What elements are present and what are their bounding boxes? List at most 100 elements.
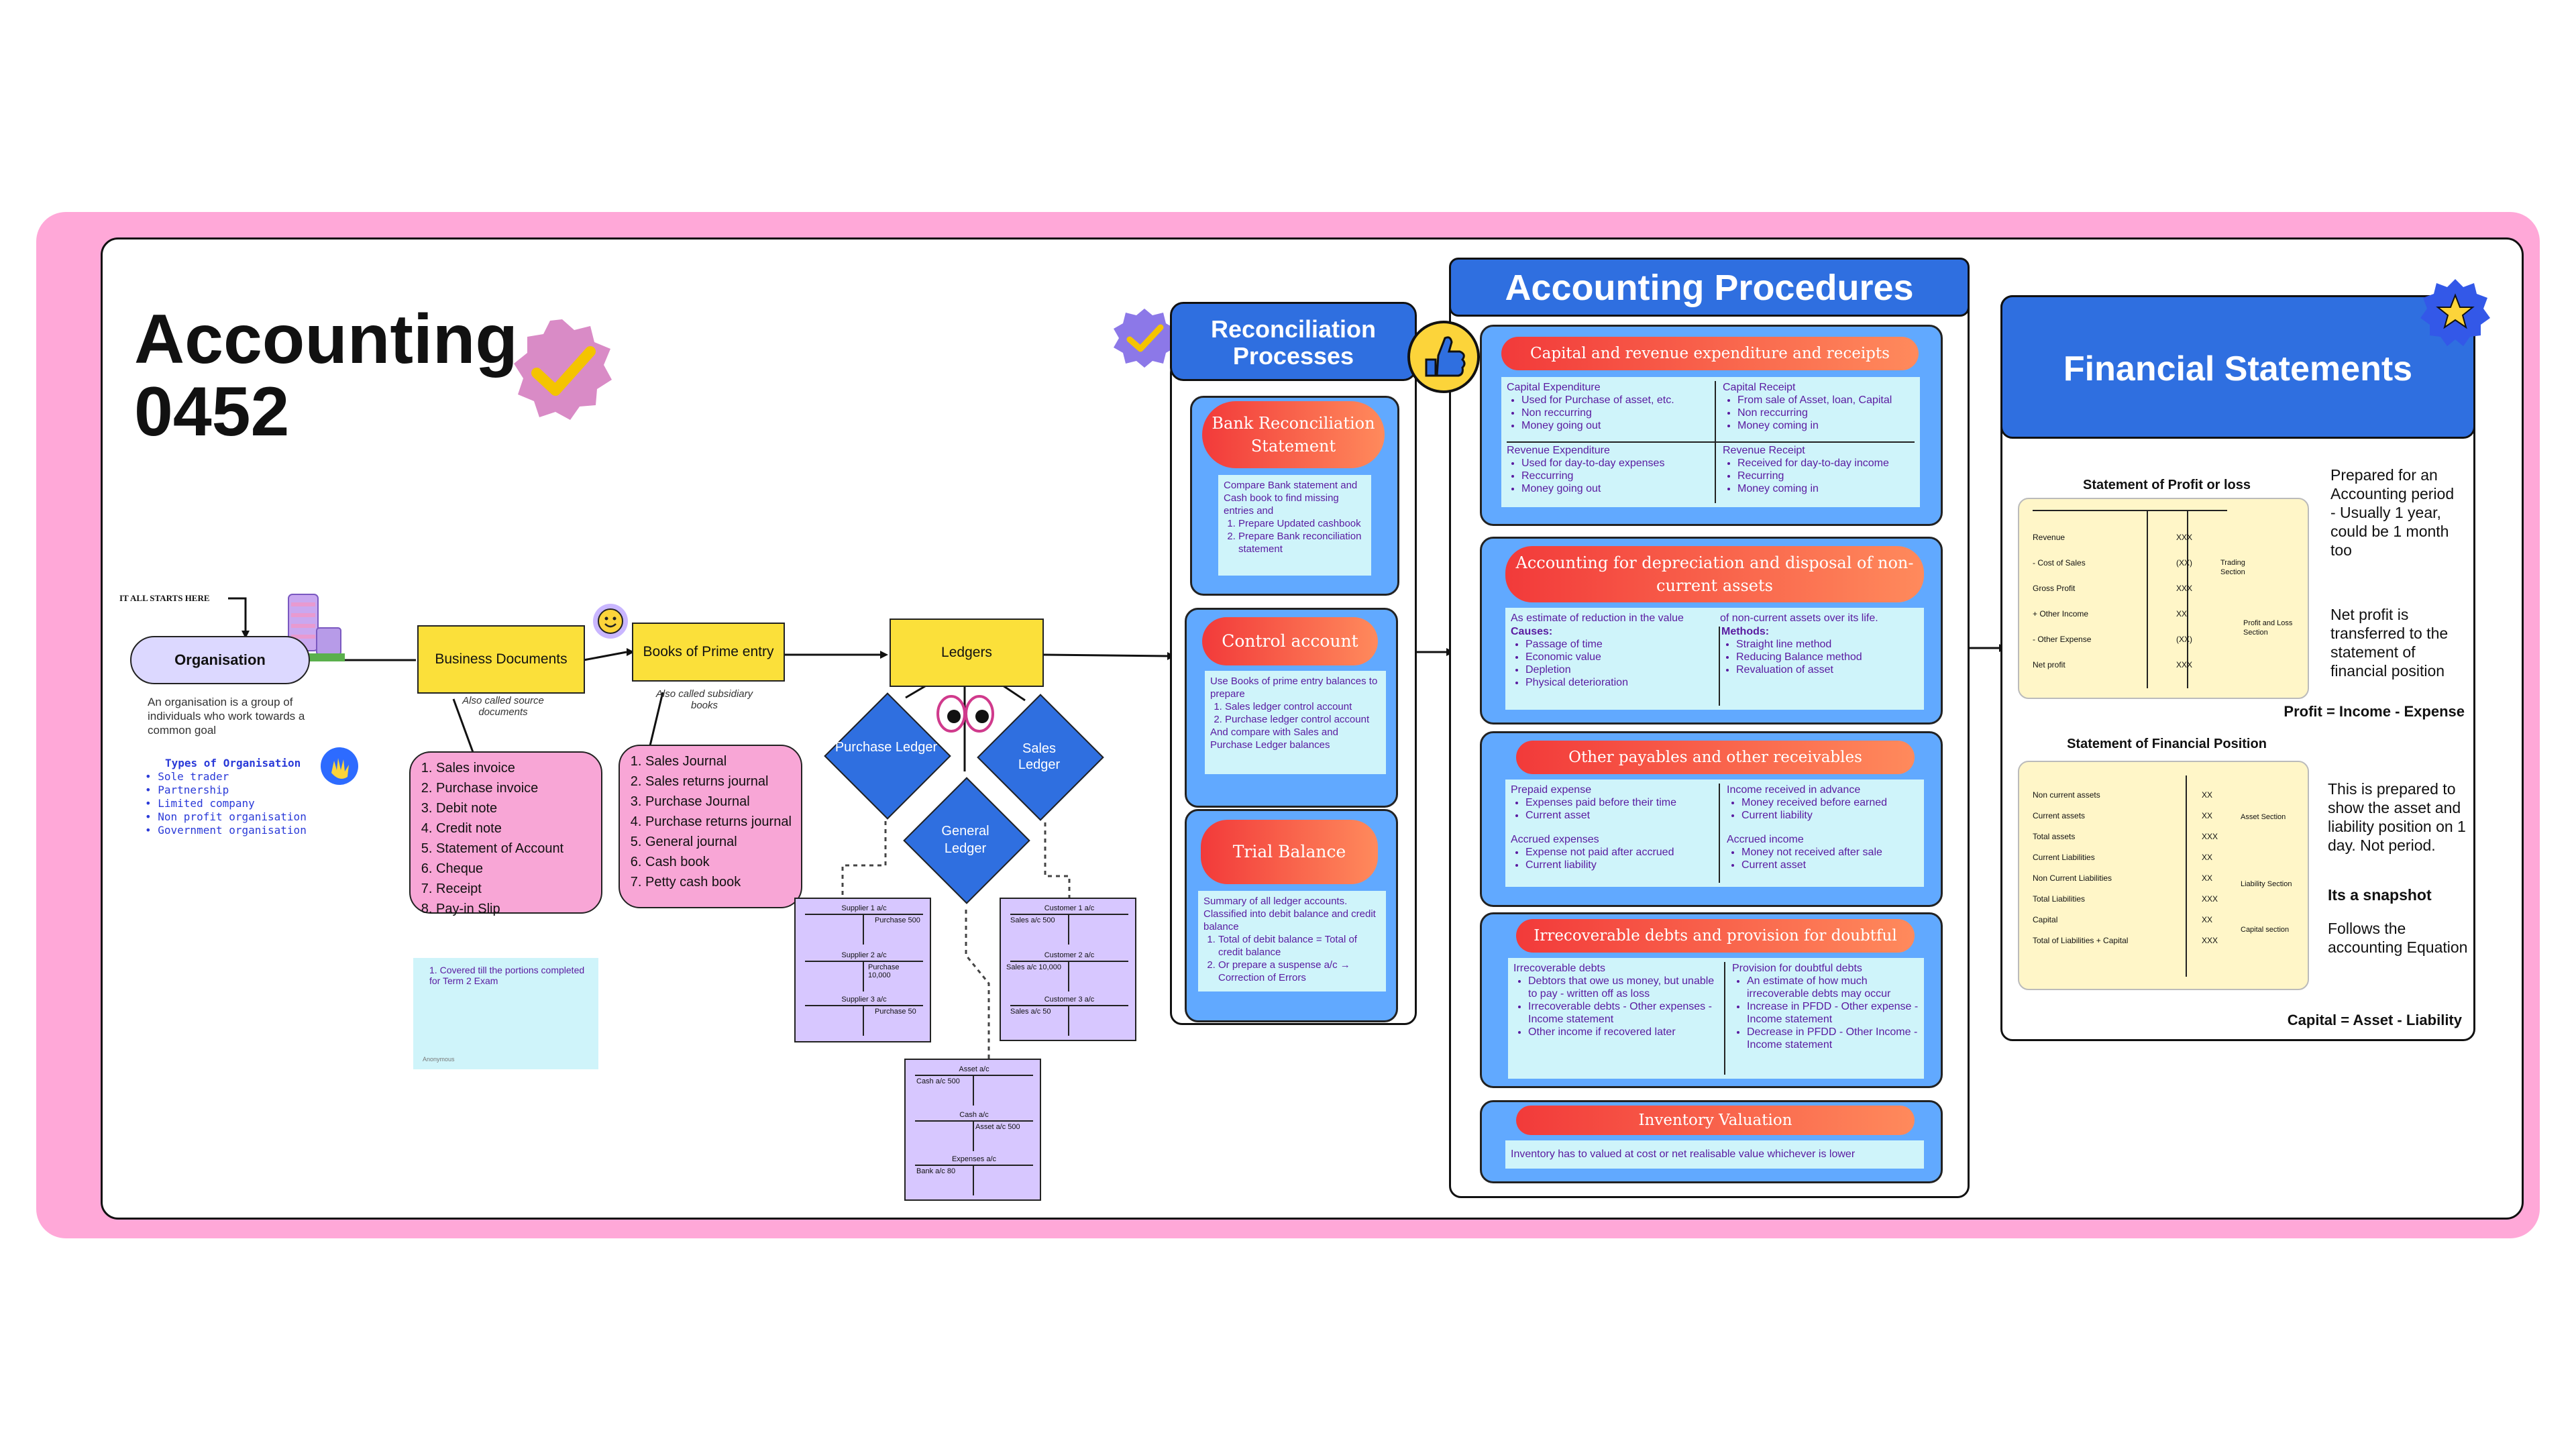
control-account-title[interactable]: Control account [1202, 617, 1378, 665]
purchase-ledger-accounts: Supplier 1 a/c Purchase 500 Supplier 2 a… [794, 898, 931, 1042]
trial-balance-title[interactable]: Trial Balance [1201, 820, 1378, 884]
statement-row-value: XX [2202, 811, 2213, 820]
business-documents-caption: Also called source documents [462, 695, 544, 718]
debts-title[interactable]: Irrecoverable debts and provision for do… [1516, 919, 1915, 978]
statement-row-value: XXX [2202, 832, 2218, 841]
org-type-item: • Government organisation [145, 824, 307, 837]
inventory-note: Inventory has to valued at cost or net r… [1505, 1140, 1924, 1169]
smiley-icon [593, 604, 628, 639]
t-account: Expenses a/c Bank a/c 80 [906, 1155, 1042, 1197]
organisation-description: An organisation is a group of individual… [148, 696, 305, 737]
financial-position-title: Statement of Financial Position [2067, 737, 2267, 751]
general-ledger-accounts: Asset a/c Cash a/c 500 Cash a/c Asset a/… [904, 1059, 1041, 1201]
eyes-icon [936, 695, 994, 733]
bank-reconciliation-note: Compare Bank statement and Cash book to … [1218, 475, 1371, 576]
statement-row: Current assets XX [2033, 811, 2288, 820]
statement-row-value: XX [2202, 873, 2213, 883]
depreciation-note: As estimate of reduction in the value of… [1505, 608, 1924, 710]
fp-note-snapshot: This is prepared to show the asset and l… [2328, 780, 2466, 854]
t-account: Customer 3 a/c Sales a/c 50 [1001, 996, 1138, 1037]
business-documents-node[interactable]: Business Documents [417, 625, 585, 694]
statement-row-label: Net profit [2033, 660, 2065, 669]
statement-row-label: Non current assets [2033, 790, 2100, 800]
statement-row-label: Total assets [2033, 832, 2076, 841]
depreciation-title[interactable]: Accounting for depreciation and disposal… [1505, 546, 1924, 602]
organisation-node[interactable]: Organisation [130, 636, 310, 684]
statement-row-label: Gross Profit [2033, 584, 2076, 593]
t-account: Supplier 2 a/c Purchase 10,000 [796, 951, 932, 993]
control-account-note: Use Books of prime entry balances to pre… [1205, 671, 1386, 774]
statement-row-value: XX [2202, 790, 2213, 800]
statement-row-label: Revenue [2033, 533, 2065, 542]
start-label: IT ALL STARTS HERE [119, 593, 210, 603]
statement-row-label: - Cost of Sales [2033, 558, 2086, 568]
statement-row-label: Current Liabilities [2033, 853, 2095, 862]
page-title: Accounting 0452 [134, 301, 518, 451]
org-type-item: • Sole trader [145, 770, 229, 783]
thumbs-up-icon [1407, 321, 1480, 393]
pl-note-period: Prepared for an Accounting period - Usua… [2330, 466, 2455, 559]
books-list: Sales Journal Sales returns journal Purc… [619, 745, 802, 908]
t-account: Customer 1 a/c Sales a/c 500 [1001, 904, 1138, 946]
statement-row-value: XXX [2176, 584, 2193, 593]
statement-row-value: (XX) [2176, 558, 2192, 568]
payables-title[interactable]: Other payables and other receivables [1516, 741, 1915, 774]
inventory-title[interactable]: Inventory Valuation [1516, 1106, 1915, 1135]
purchase-ledger-node[interactable]: Purchase Ledger [824, 692, 951, 820]
profit-loss-title: Statement of Profit or loss [2082, 478, 2251, 492]
statement-row-value: XXX [2176, 660, 2193, 669]
org-type-item: • Limited company [145, 797, 255, 810]
building-icon [284, 594, 345, 661]
statement-row-value: (XX) [2176, 635, 2192, 644]
ledgers-node[interactable]: Ledgers [890, 619, 1044, 687]
statement-row-value: XX [2202, 915, 2213, 924]
check-badge-icon [1114, 309, 1175, 368]
books-of-prime-entry-node[interactable]: Books of Prime entry [632, 623, 785, 682]
statement-row-label: Capital [2033, 915, 2058, 924]
t-account: Supplier 3 a/c Purchase 50 [796, 996, 932, 1037]
statement-row-label: Non Current Liabilities [2033, 873, 2112, 883]
trial-balance-note: Summary of all ledger accounts. Classifi… [1198, 891, 1386, 991]
statement-row-value: XX [2176, 609, 2188, 619]
statement-row-value: XXX [2176, 533, 2193, 542]
sales-ledger-node[interactable]: Sales Ledger [977, 694, 1104, 821]
bank-reconciliation-title[interactable]: Bank Reconciliation Statement [1202, 401, 1385, 468]
capital-formula: Capital = Asset - Liability [2287, 1012, 2462, 1028]
fp-section-labels: Asset Section Liability Section Capital … [2241, 813, 2292, 934]
sticky-note[interactable]: 1. Covered till the portions completed f… [413, 958, 598, 1069]
financial-position-statement [2018, 761, 2309, 990]
business-documents-list: Sales invoice Purchase invoice Debit not… [409, 751, 602, 916]
capital-revenue-title[interactable]: Capital and revenue expenditure and rece… [1501, 337, 1919, 370]
statement-row: Capital XX [2033, 915, 2288, 924]
profit-loss-statement [2018, 498, 2309, 699]
debts-note: Irrecoverable debts Debtors that owe us … [1508, 958, 1924, 1079]
general-ledger-node[interactable]: General Ledger [903, 777, 1030, 904]
statement-row-label: Current assets [2033, 811, 2086, 820]
check-sticker-icon [514, 319, 612, 420]
sales-ledger-accounts: Customer 1 a/c Sales a/c 500 Customer 2 … [1000, 898, 1136, 1041]
statement-row: - Cost of Sales (XX) [2033, 558, 2288, 568]
fp-note-bold: Its a snapshot [2328, 886, 2432, 904]
organisation-types: Types of Organisation • Sole trader • Pa… [145, 757, 333, 837]
statement-row: Net profit XXX [2033, 660, 2288, 669]
statement-row: - Other Expense(XX) [2033, 635, 2288, 644]
t-account: Customer 2 a/c Sales a/c 10,000 [1001, 951, 1138, 993]
statement-row: Total assets XXX [2033, 832, 2288, 841]
reconciliation-header: Reconciliation Processes [1170, 302, 1417, 381]
statement-row: Non Current Liabilities XX [2033, 873, 2288, 883]
financial-header: Financial Statements [2000, 295, 2475, 439]
statement-row: Revenue XXX [2033, 533, 2288, 542]
statement-row-label: Total of Liabilities + Capital [2033, 936, 2129, 945]
capital-revenue-note: Capital Expenditure Used for Purchase of… [1501, 377, 1920, 507]
statement-row: Gross Profit XXX [2033, 584, 2288, 593]
pl-note-transfer: Net profit is transferred to the stateme… [2330, 606, 2449, 680]
star-badge-icon [2420, 279, 2490, 346]
statement-row: Non current assets XX [2033, 790, 2288, 800]
org-type-item: • Non profit organisation [145, 810, 307, 823]
t-account: Asset a/c Cash a/c 500 [906, 1065, 1042, 1107]
